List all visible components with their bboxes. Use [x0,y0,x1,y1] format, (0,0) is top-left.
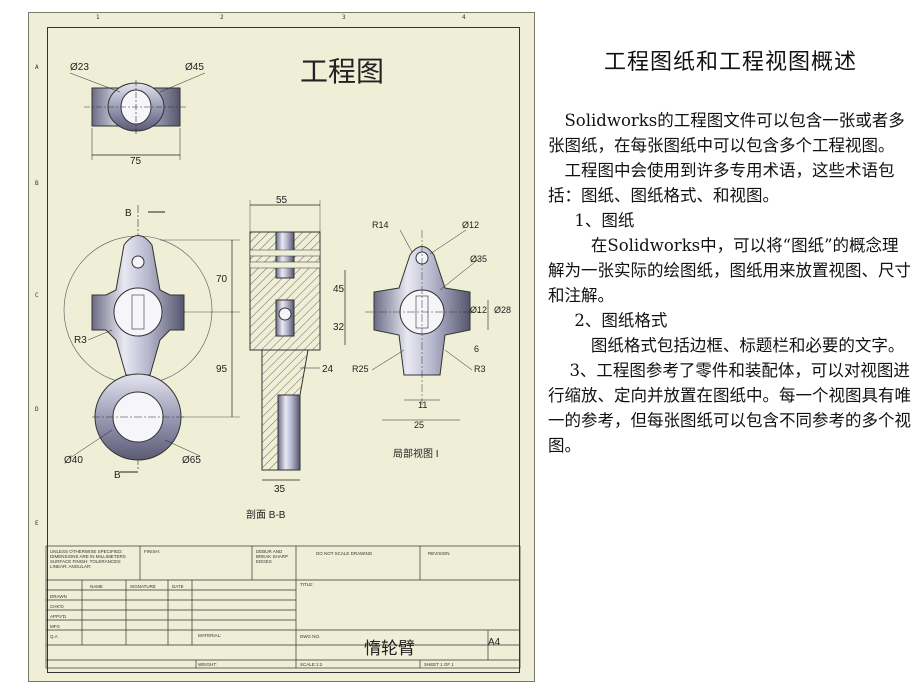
tb-col-signature: SIGNATURE [130,584,156,589]
tb-finish: FINISH: [144,549,161,554]
paragraph-sheet: 在Solidworks中，可以将“图纸”的概念理解为一张实际的绘图纸，图纸用来放… [548,236,911,305]
top-view: Ø23 Ø45 75 [69,62,206,167]
dim-front-70: 70 [216,274,228,285]
dim-front-r3: R3 [74,335,87,346]
paragraph-terms: 工程图中会使用到许多专用术语，这些术语包括：图纸、图纸格式、和视图。 [548,161,895,205]
dim-front-95: 95 [216,364,228,375]
tb-size: A4 [488,637,501,648]
section-view: 55 45 32 24 35 [249,195,346,495]
zone-col-3: 3 [342,14,346,21]
tb-revision: REVISION [428,551,450,556]
dim-det-d28: Ø28 [494,305,511,315]
front-view: B B 70 95 R3 Ø40 Ø65 [63,205,240,481]
tb-notes: UNLESS OTHERWISE SPECIFIED: DIMENSIONS A… [50,549,126,569]
tb-do-not-scale: DO NOT SCALE DRAWING [316,551,373,556]
detail-view: R14 Ø12 Ø35 Ø12 Ø28 R25 6 R3 11 25 [352,220,511,430]
dim-front-d65: Ø65 [182,455,201,466]
dim-sec-55: 55 [276,195,288,206]
zone-row-c: C [35,292,39,299]
paragraph-intro: Solidworks的工程图文件可以包含一张或者多张图纸，在每张图纸中可以包含多… [548,111,905,155]
dim-det-6: 6 [474,344,479,354]
dim-sec-45: 45 [333,284,345,295]
panel-title: 工程图纸和工程视图概述 [603,50,857,75]
dim-top-75: 75 [130,156,142,167]
dim-det-r3: R3 [474,364,486,374]
zone-col-4: 4 [462,14,466,21]
tb-col-date: DATE [172,584,184,589]
tb-col-name: NAME [90,584,104,589]
dim-front-b-bottom: B [114,470,121,481]
dim-det-r25: R25 [352,364,369,374]
zone-col-2: 2 [220,14,224,21]
zone-row-d: D [35,406,39,413]
tb-dwg-no: DWG NO. [300,634,321,639]
title-block: UNLESS OTHERWISE SPECIFIED: DIMENSIONS A… [46,546,520,668]
dim-sec-35: 35 [274,484,286,495]
dim-det-d12b: Ø12 [470,305,487,315]
paragraph-references: 3、工程图参考了零件和装配体，可以对视图进行缩放、定向并放置在图纸中。每一个视图… [548,361,911,455]
paragraph-sheet-format: 图纸格式包括边框、标题栏和必要的文字。 [590,336,905,355]
text-panel: 工程图纸和工程视图概述 Solidworks的工程图文件可以包含一张或者多张图纸… [548,22,913,458]
tb-row-drawn: DRAWN [50,594,67,599]
tb-scale: SCALE:1:2 [300,662,323,667]
dim-sec-32: 32 [333,322,345,333]
dim-front-b-top: B [125,208,132,219]
zone-col-1: 1 [96,14,100,21]
dim-det-r14: R14 [372,220,389,230]
tb-row-appvd: APPV'D [50,614,67,619]
tb-row-chkd: CHK'D [50,604,64,609]
dim-front-d40: Ø40 [64,455,83,466]
title-block-grid [45,545,521,669]
tb-row-qa: Q.A [50,634,58,639]
dim-det-25: 25 [414,420,424,430]
dim-top-d45: Ø45 [185,62,204,73]
zone-row-e: E [35,520,39,527]
dim-det-d35: Ø35 [470,254,487,264]
heading-sheet-format: 2、图纸格式 [574,311,668,330]
tb-weight: WEIGHT: [198,662,217,667]
heading-sheet: 1、图纸 [574,211,635,230]
tb-part-name: 惰轮臂 [364,639,415,659]
tb-sheet: SHEET 1 OF 1 [424,662,454,667]
tb-deburr: DEBUR AND BREAK SHARP EDGES [256,549,288,564]
detail-label: 局部视图 I [393,449,439,460]
drawing-title: 工程图 [300,55,385,88]
tb-material: MATERIAL: [198,633,222,638]
zone-row-b: B [35,180,39,187]
dim-det-d12: Ø12 [462,220,479,230]
sheet-border [47,27,520,673]
zone-row-a: A [35,64,39,71]
tb-title: TITLE: [300,582,314,587]
section-label: 剖面 B-B [246,510,286,521]
dim-sec-24: 24 [322,364,334,375]
dim-det-11: 11 [418,400,427,410]
tb-row-mfg: MFG [50,624,60,629]
dim-top-d23: Ø23 [70,62,89,73]
